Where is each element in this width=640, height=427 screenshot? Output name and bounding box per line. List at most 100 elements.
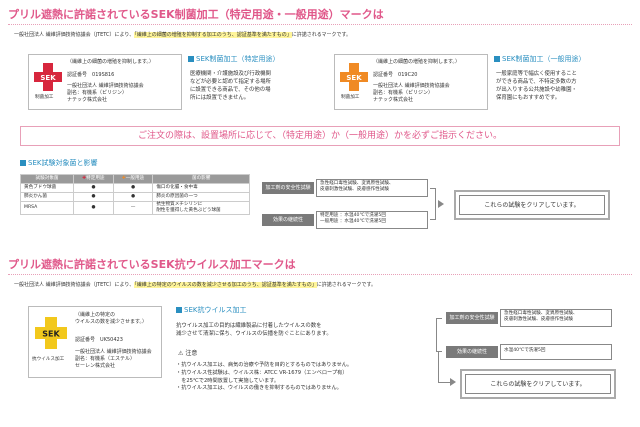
safety-test-label: 加工剤の安全性試験 <box>262 182 314 194</box>
specific-heading: SEK制菌加工（特定用途） <box>188 55 279 64</box>
org-sub: 副名：有機系（エステル） <box>75 356 136 362</box>
table-header-row: 試験対象菌 ✚特定用途 ✚一般用途 菌の影響 <box>19 174 250 184</box>
result-box: これらの試験をクリアしています。 <box>460 369 616 399</box>
desc-line: 保育園にもおすすめです。 <box>496 95 561 102</box>
caution-list: ・抗ウイルス加工は、病気の治療や予防を目的とするものではありません。 ・抗ウイル… <box>176 362 352 393</box>
result-text: これらの試験をクリアしています。 <box>465 374 611 394</box>
result-box: これらの試験をクリアしています。 <box>454 190 610 220</box>
cert-label: 認証番号 <box>75 337 96 343</box>
connector-line <box>438 352 439 382</box>
mark-note: （繊維上の細菌の増殖を抑制します。） <box>373 59 461 65</box>
square-icon <box>176 307 182 313</box>
desc-line: に設置できる商品で、その他の場 <box>190 87 271 94</box>
desc-line: 減少させて清潔に保ち、ウイルスの伝播を防ぐことにあります。 <box>176 331 332 338</box>
column-header: 菌の影響 <box>152 174 250 184</box>
mark-note: （繊維上の細菌の増殖を抑制します。） <box>67 59 155 65</box>
cert-line: 認証番号 019S816 <box>67 72 114 79</box>
safety-test-items: 急性経口毒性試験、変異原性試験、 皮膚刺激性試験、皮膚感作性試験 <box>500 309 612 327</box>
cert-number: 019C20 <box>398 72 418 78</box>
intro-text-end: に許諾されるマークです。 <box>316 282 377 288</box>
specific-desc: 医療機関・介護施設及び行政機関 などが必要と認めて指定する場所 に設置できる商品… <box>190 70 271 102</box>
intro-highlight: 「繊維上の細菌の増殖を抑制する加工のうち、認証基準を満たすもの」 <box>134 32 292 38</box>
org-sub: 副名：有機系（ピリジン） <box>67 90 128 96</box>
sek-mark-specific: （繊維上の細菌の増殖を抑制します。） SEK 制菌加工 認証番号 019S816… <box>28 54 182 110</box>
general-heading-text: SEK制菌加工（一般用途） <box>502 55 586 63</box>
logo-caption: 制菌加工 <box>341 95 360 100</box>
section2-intro: 一般社団法人 繊維評価技術協議会（JTETC）により、「繊維上の特定のウイルスの… <box>14 282 376 289</box>
durability-items: 特定用途 ：水温40℃で洗濯5回 一般用途 ：水温40℃で洗濯5回 <box>316 211 428 229</box>
desc-line: が出入りする公共施設や幼稚園・ <box>496 87 577 94</box>
table-row: 肺炎かん菌 ● ● 肺炎の原因菌の一つ <box>19 192 250 202</box>
divider <box>8 24 632 25</box>
org-name: 一般社団法人 繊維評価技術協議会 <box>67 83 144 89</box>
logo-text: SEK <box>346 74 362 82</box>
arrow-right-icon <box>438 200 444 208</box>
org-name: 一般社団法人 繊維評価技術協議会 <box>373 83 450 89</box>
sek-red-logo: SEK <box>34 63 62 91</box>
caution-item: ・抗ウイルス加工は、ウイルスの働きを抑制するものではありません。 <box>176 385 342 392</box>
desc-line: 抗ウイルス加工の目的は繊維製品に付着したウイルスの数を <box>176 323 322 329</box>
square-icon <box>494 56 500 62</box>
square-icon <box>20 160 26 166</box>
antiviral-heading-text: SEK抗ウイルス加工 <box>184 306 247 314</box>
logo-text: SEK <box>42 330 60 339</box>
connector-line <box>438 382 450 383</box>
durability-label: 効果の継続性 <box>446 346 498 358</box>
logo-text: SEK <box>40 74 56 82</box>
intro-text-end: に許諾されるマークです。 <box>291 32 352 38</box>
section1-title: プリル遮熱に許諾されているSEK制菌加工（特定用途・一般用途）マークは <box>8 8 384 21</box>
company-name: ナテック株式会社 <box>67 97 108 103</box>
table-cell: 抗生物質メチシリンに耐性を獲得した黄色ぶどう球菌 <box>152 200 250 216</box>
table-row: 黄色ブドウ球菌 ● ● 傷口の化膿・食中毒 <box>19 183 250 193</box>
column-header: ✚特定用途 <box>73 174 114 184</box>
cert-number: UK50423 <box>100 337 123 343</box>
square-icon <box>188 56 194 62</box>
desc-line: 一般家庭等で幅広く使用すること <box>496 71 577 77</box>
bracket <box>436 318 442 352</box>
result-text: これらの試験をクリアしています。 <box>459 195 605 215</box>
column-header: ✚一般用途 <box>112 174 154 184</box>
antiviral-heading: SEK抗ウイルス加工 <box>176 306 246 315</box>
cert-label: 認証番号 <box>67 72 88 78</box>
bacteria-table: 試験対象菌 ✚特定用途 ✚一般用途 菌の影響 黄色ブドウ球菌 ● ● 傷口の化膿… <box>19 174 250 216</box>
caution-title: ⚠ 注意 <box>178 350 198 357</box>
logo-caption: 制菌加工 <box>35 95 54 100</box>
bracket <box>430 188 436 220</box>
divider <box>8 274 632 275</box>
sek-orange-logo: SEK <box>340 63 368 91</box>
section1-intro: 一般社団法人 繊維評価技術協議会（JTETC）により、「繊維上の細菌の増殖を抑制… <box>14 32 351 39</box>
caution-item: ・抗ウイルス加工は、病気の治療や予防を目的とするものではありません。 <box>176 362 353 368</box>
section2-title: プリル遮熱に許諾されているSEK抗ウイルス加工マークは <box>8 258 296 271</box>
sek-yellow-logo: SEK <box>35 317 67 349</box>
desc-line: などが必要と認めて指定する場所 <box>190 79 271 86</box>
company-name: セーレン株式会社 <box>75 363 116 369</box>
org-name: 一般社団法人 繊維評価技術協議会 <box>75 349 152 355</box>
intro-highlight: 「繊維上の特定のウイルスの数を減少させる加工のうち、認証基準を満たすもの」 <box>134 282 317 288</box>
desc-line: ができる商品で、不特定多数の方 <box>496 79 577 86</box>
durability-label: 効果の継続性 <box>262 214 314 226</box>
column-header: 試験対象菌 <box>19 174 75 184</box>
caution-item: を25℃で2時間放置して実施しています。 <box>176 377 280 384</box>
mark-note: （繊維上の特定の <box>75 312 116 318</box>
order-notice: ご注文の際は、設置場所に応じて、（特定用途）か（一般用途）かを必ずご指示ください… <box>20 126 620 146</box>
desc-line: 医療機関・介護施設及び行政機関 <box>190 71 271 77</box>
safety-test-label: 加工剤の安全性試験 <box>446 312 498 324</box>
general-desc: 一般家庭等で幅広く使用すること ができる商品で、不特定多数の方 が出入りする公共… <box>496 70 577 102</box>
caution-item: ・抗ウイルス性試験は、ウイルス株：ATCC VR-1679（エンベロープ有） <box>176 369 348 376</box>
org-sub: 副名：有機系（ピリジン） <box>373 90 434 96</box>
table-row: MRSA ● — 抗生物質メチシリンに耐性を獲得した黄色ぶどう球菌 <box>19 200 250 216</box>
bacteria-heading-text: SEK試験対象菌と影響 <box>28 159 98 167</box>
warning-icon: ⚠ <box>178 350 184 357</box>
durability-items: 水温40℃で洗濯5回 <box>500 344 612 360</box>
arrow-right-icon <box>450 378 456 386</box>
cert-number: 019S816 <box>92 72 115 78</box>
sek-mark-general: （繊維上の細菌の増殖を抑制します。） SEK 制菌加工 認証番号 019C20 … <box>334 54 488 110</box>
mark-note: ウイルスの数を減少させます。） <box>75 319 148 325</box>
antiviral-desc: 抗ウイルス加工の目的は繊維製品に付着したウイルスの数を 減少させて清潔に保ち、ウ… <box>176 322 332 338</box>
cert-label: 認証番号 <box>373 72 394 78</box>
intro-text: 一般社団法人 繊維評価技術協議会（JTETC）により、 <box>14 32 135 38</box>
company-name: ナテック株式会社 <box>373 97 414 103</box>
specific-heading-text: SEK制菌加工（特定用途） <box>196 55 280 63</box>
intro-text: 一般社団法人 繊維評価技術協議会（JTETC）により、 <box>14 282 135 288</box>
cert-line: 認証番号 UK50423 <box>75 337 123 344</box>
